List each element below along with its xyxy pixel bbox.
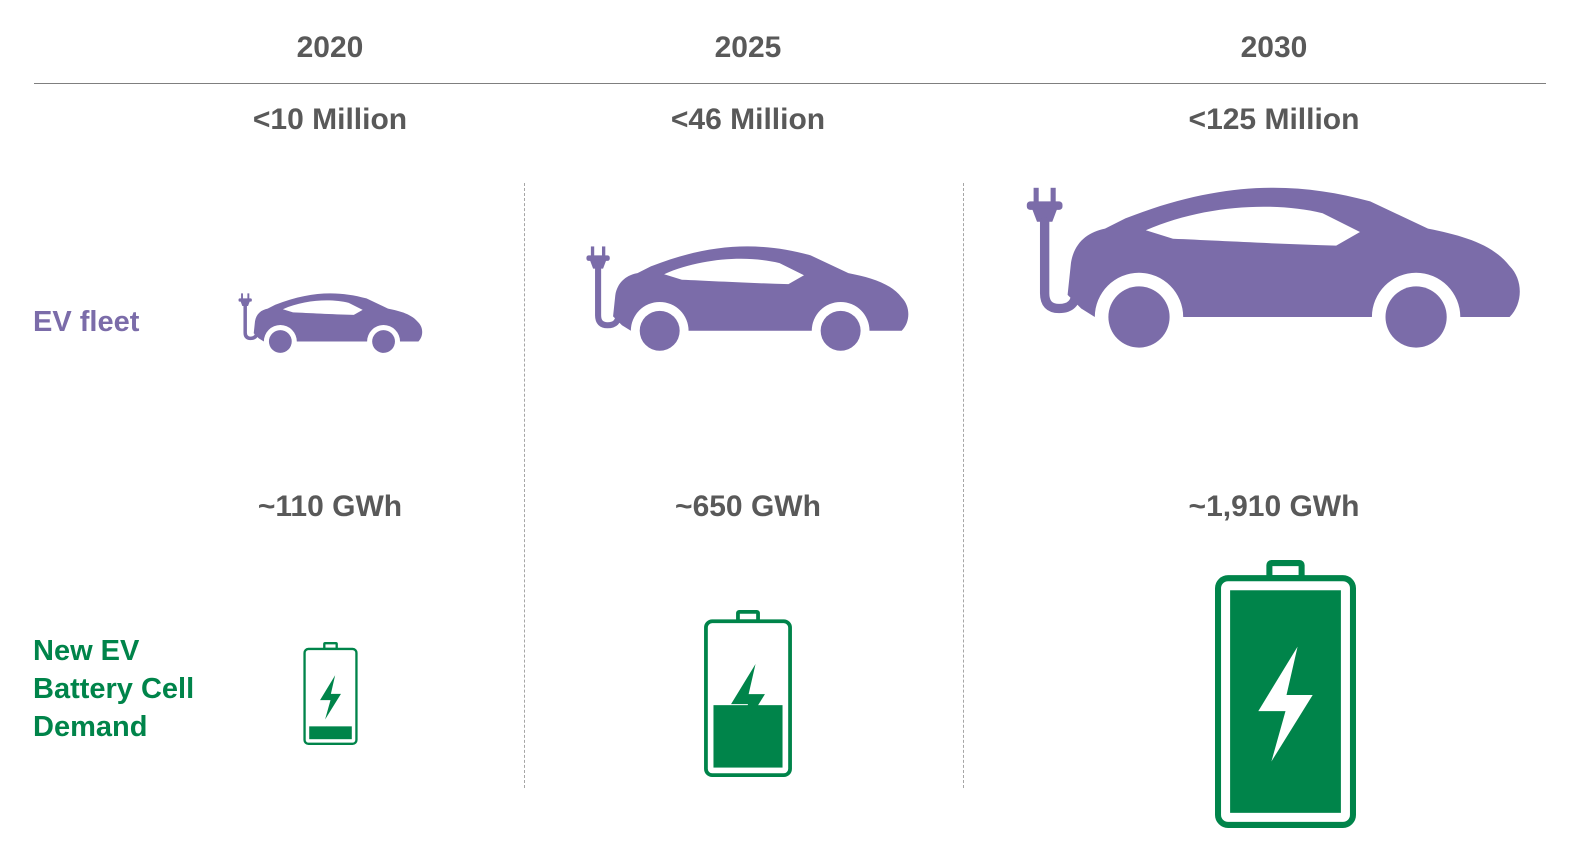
demand-2020: ~110 GWh [257,490,403,523]
year-2030: 2030 [1240,31,1308,64]
demand-2030: ~1,910 GWh [1188,490,1360,523]
fleet-2020: <10 Million [252,103,408,136]
electric-car-icon [1026,187,1520,360]
battery-label-line-3: Demand [33,711,148,743]
electric-car-icon [586,246,909,359]
electric-car-icon [238,293,423,358]
year-2020: 2020 [296,31,364,64]
divider-1 [524,183,525,788]
header-rule [34,83,1546,84]
year-2025: 2025 [714,31,782,64]
battery-label-line-1: New EV [33,635,140,667]
fleet-2025: <46 Million [670,103,826,136]
demand-2025: ~650 GWh [675,490,821,523]
battery-icon [1215,560,1356,828]
battery-label-line-2: Battery Cell [33,673,195,705]
divider-2 [963,183,964,788]
battery-icon [704,610,792,777]
ev-fleet-label: EV fleet [33,306,140,338]
battery-icon [303,642,358,745]
battery-demand-label: New EV Battery Cell Demand [33,632,194,746]
fleet-2030: <125 Million [1188,103,1360,136]
